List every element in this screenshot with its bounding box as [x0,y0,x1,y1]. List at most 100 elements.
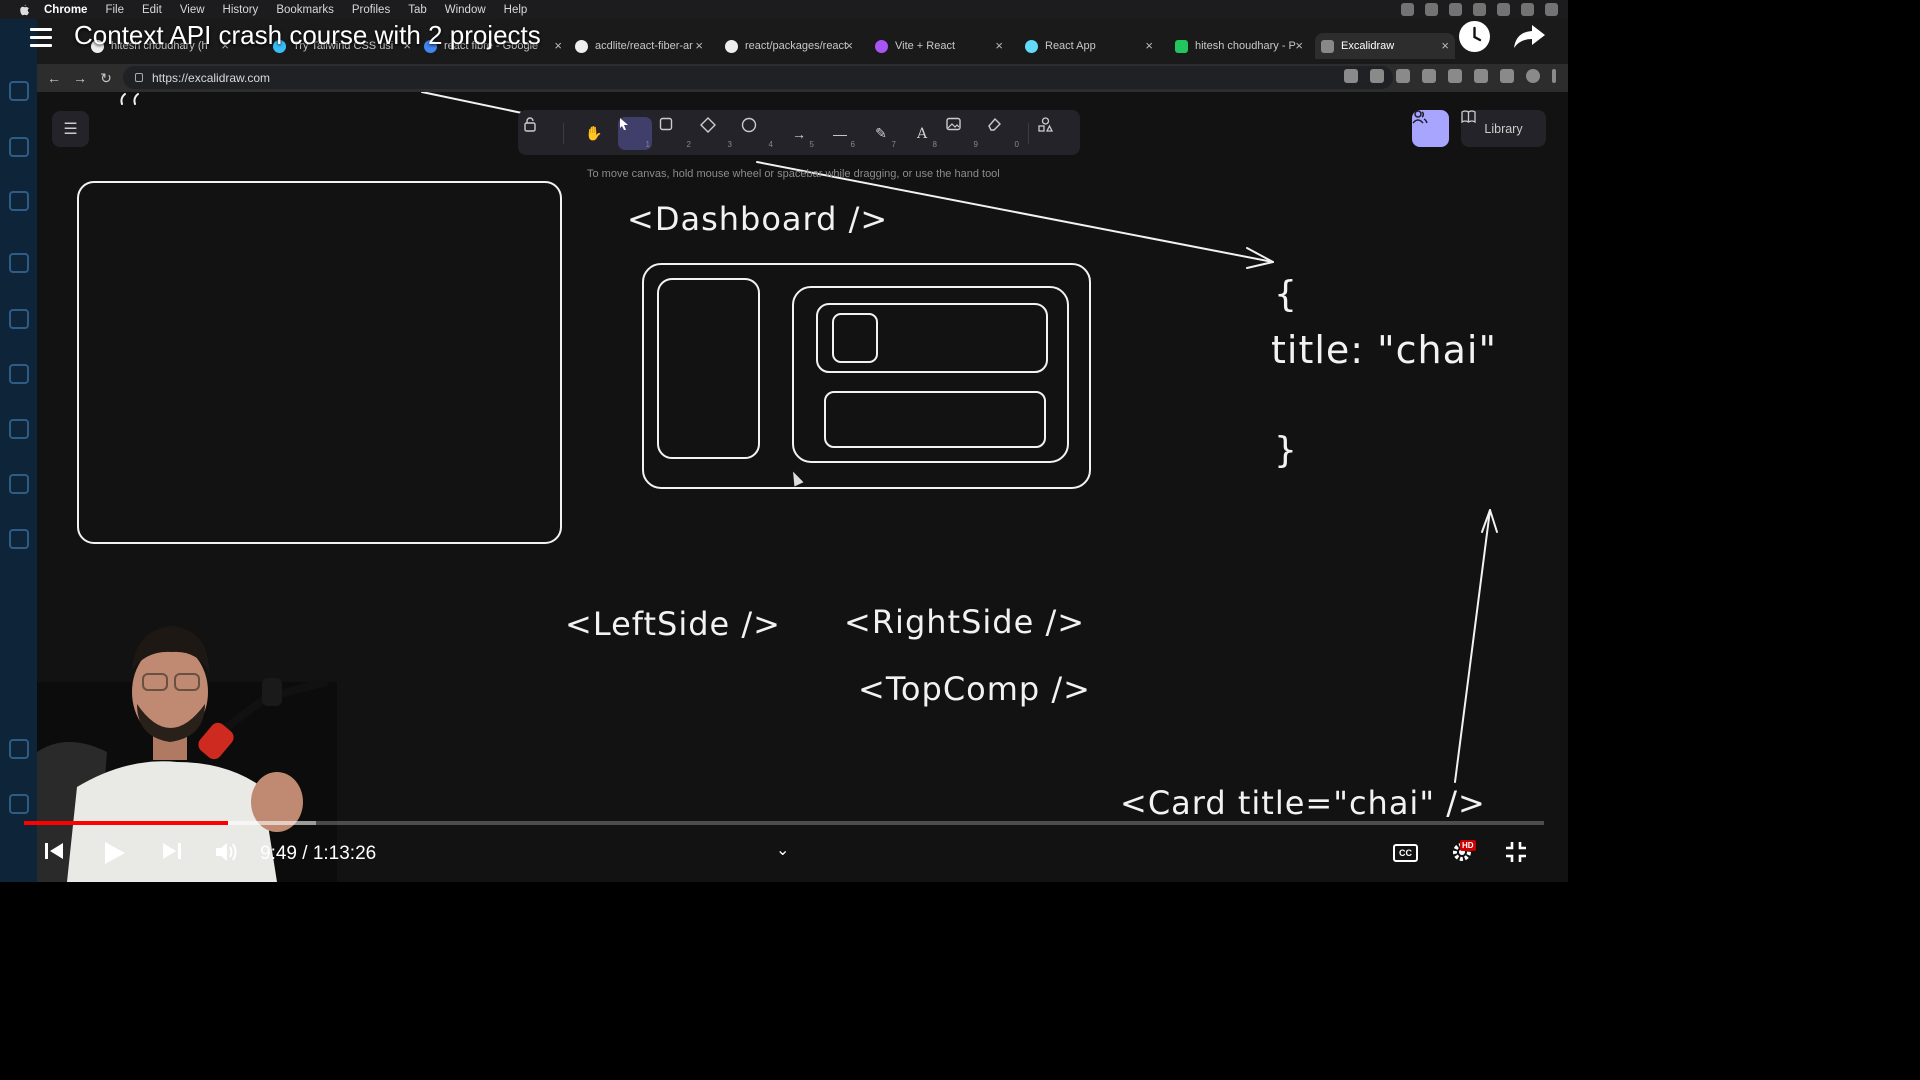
yt-queue-icon[interactable] [30,28,52,48]
hand-tool-button[interactable]: ✋ [577,117,611,150]
next-icon[interactable] [161,840,183,862]
browser-tab[interactable]: Vite + React× [869,33,1009,59]
pencil-tool-button[interactable]: ✎7 [864,117,898,150]
github-icon[interactable] [9,474,29,494]
apple-icon[interactable] [16,4,32,16]
extension-icon[interactable] [1422,69,1436,83]
puzzle-icon[interactable] [1474,69,1488,83]
menu-edit[interactable]: Edit [141,3,162,16]
browser-tab-strip: hitesh choudhary (h× Try Tailwind CSS us… [37,19,1568,64]
forward-icon[interactable]: → [73,70,87,86]
extension-icon[interactable] [1448,69,1462,83]
control-center-icon[interactable] [1545,3,1558,16]
settings-gear-icon[interactable] [9,794,29,814]
browser-tab[interactable]: hitesh choudhary (h× [85,33,235,59]
close-tab-icon[interactable]: × [221,38,229,53]
status-icon[interactable] [1401,3,1414,16]
menu-app-chrome[interactable]: Chrome [44,3,88,16]
dashboard-label[interactable]: <Dashboard /> [627,200,889,238]
play-icon[interactable] [101,840,127,866]
browser-tab-active[interactable]: Excalidraw× [1315,33,1455,59]
docker-icon[interactable] [9,419,29,439]
profile-avatar[interactable] [1526,69,1540,83]
menu-view[interactable]: View [179,3,205,16]
eraser-tool-button[interactable]: 0 [987,117,1021,150]
status-icon[interactable] [1425,3,1438,16]
battery-icon[interactable] [1521,3,1534,16]
object-open-brace[interactable]: { [1274,274,1298,315]
arrow-tool-button[interactable]: →5 [782,117,816,150]
browser-tab[interactable]: react fibre - Google× [418,33,568,59]
browser-tab[interactable]: react/packages/react× [719,33,859,59]
card-label[interactable]: <Card title="chai" /> [1120,784,1486,822]
back-icon[interactable]: ← [47,70,61,86]
chevron-down-icon[interactable]: ⌄ [776,842,790,859]
lock-tool-button[interactable] [523,117,557,150]
debug-icon[interactable] [9,253,29,273]
extensions-icon[interactable] [9,309,29,329]
bookmark-star-icon[interactable] [1396,69,1410,83]
menu-history[interactable]: History [222,3,259,16]
close-tab-icon[interactable]: × [1145,38,1153,53]
menu-tab[interactable]: Tab [408,3,427,16]
menu-profiles[interactable]: Profiles [351,3,391,16]
previous-icon[interactable] [43,840,65,862]
diamond-tool-button[interactable]: 3 [700,117,734,150]
browser-tab[interactable]: React App× [1019,33,1159,59]
rightside-label[interactable]: <RightSide /> [844,603,1086,641]
search-icon[interactable] [9,137,29,157]
menu-window[interactable]: Window [444,3,486,16]
video-played-bar[interactable] [24,821,228,825]
close-tab-icon[interactable]: × [1295,38,1303,53]
object-title-text[interactable]: title: "chai" [1271,328,1497,372]
exit-fullscreen-icon[interactable] [1504,840,1528,864]
leftside-label[interactable]: <LeftSide /> [565,605,781,643]
close-tab-icon[interactable]: × [845,38,853,53]
browser-tab[interactable]: acdlite/react-fiber-ar× [569,33,709,59]
image-tool-button[interactable]: 9 [946,117,980,150]
close-tab-icon[interactable]: × [995,38,1003,53]
remote-explorer-icon[interactable] [9,364,29,384]
main-menu-button[interactable]: ☰ [52,111,89,147]
close-tab-icon[interactable]: × [554,38,562,53]
share-icon[interactable] [1370,69,1384,83]
source-control-icon[interactable] [9,191,29,211]
account-icon[interactable] [9,739,29,759]
topcomp-label[interactable]: <TopComp /> [858,670,1091,708]
status-icon[interactable] [1449,3,1462,16]
reload-icon[interactable]: ↻ [100,69,112,86]
line-tool-button[interactable]: —6 [823,117,857,150]
live-share-icon[interactable] [9,529,29,549]
share-icon[interactable] [1512,22,1546,50]
browser-tab[interactable]: Try Tailwind CSS usi× [267,33,417,59]
selection-tool-button[interactable]: 1 [618,117,652,150]
watch-later-icon[interactable] [1459,21,1490,52]
address-bar[interactable]: https://excalidraw.com [123,66,1393,89]
captions-button[interactable]: CC [1393,844,1418,862]
ellipse-tool-button[interactable]: 4 [741,117,775,150]
close-tab-icon[interactable]: × [1441,38,1449,53]
collaborate-button[interactable] [1412,110,1449,147]
object-close-brace[interactable]: } [1274,430,1298,471]
video-title[interactable]: Context API crash course with 2 projects [74,20,541,50]
lock-icon[interactable] [135,73,143,82]
status-icon[interactable] [1473,3,1486,16]
menu-help[interactable]: Help [503,3,528,16]
wifi-icon[interactable] [1497,3,1510,16]
github-icon [725,39,738,53]
menu-file[interactable]: File [105,3,124,16]
close-tab-icon[interactable]: × [403,38,411,53]
install-icon[interactable] [1344,69,1358,83]
sidepanel-icon[interactable] [1500,69,1514,83]
close-tab-icon[interactable]: × [695,38,703,53]
volume-icon[interactable] [214,840,240,864]
kebab-menu-icon[interactable] [1552,69,1556,83]
menu-bookmarks[interactable]: Bookmarks [276,3,334,16]
library-button[interactable]: Library [1461,110,1546,147]
video-progress-track[interactable] [24,821,1544,825]
rectangle-tool-button[interactable]: 2 [659,117,693,150]
more-shapes-button[interactable] [1038,117,1072,150]
explorer-icon[interactable] [9,81,29,101]
browser-tab[interactable]: hitesh choudhary - P× [1169,33,1309,59]
